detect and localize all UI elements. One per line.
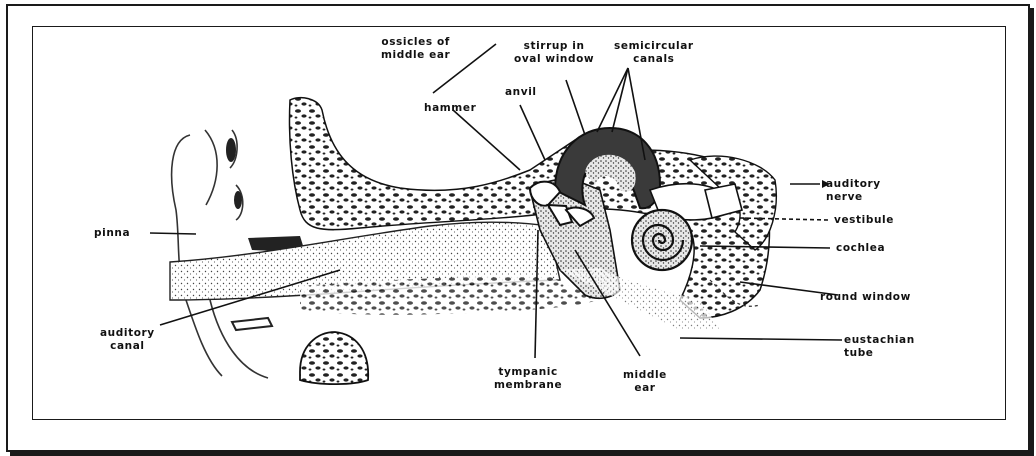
- mandible-shape: [300, 332, 368, 384]
- anvil-label: anvil: [505, 86, 537, 99]
- auditory-canal-label: auditory canal: [100, 327, 155, 353]
- stirrup-label: stirrup in oval window: [514, 40, 594, 66]
- pinna-label: pinna: [94, 227, 130, 240]
- hammer-label: hammer: [424, 102, 476, 115]
- middle-ear-label: middle ear: [623, 369, 667, 395]
- cochlea-shape: [632, 210, 692, 270]
- round-window-label: round window: [820, 291, 911, 304]
- semicircular-canals-label: semicircular canals: [614, 40, 694, 66]
- ossicles-label: ossicles of middle ear: [381, 36, 450, 62]
- vestibule-label: vestibule: [834, 214, 894, 227]
- tympanic-membrane-label: tympanic membrane: [494, 366, 562, 392]
- auditory-nerve-label: auditory nerve: [826, 178, 881, 204]
- cochlea-label: cochlea: [836, 242, 885, 255]
- eustachian-tube-label: eustachian tube: [844, 334, 915, 360]
